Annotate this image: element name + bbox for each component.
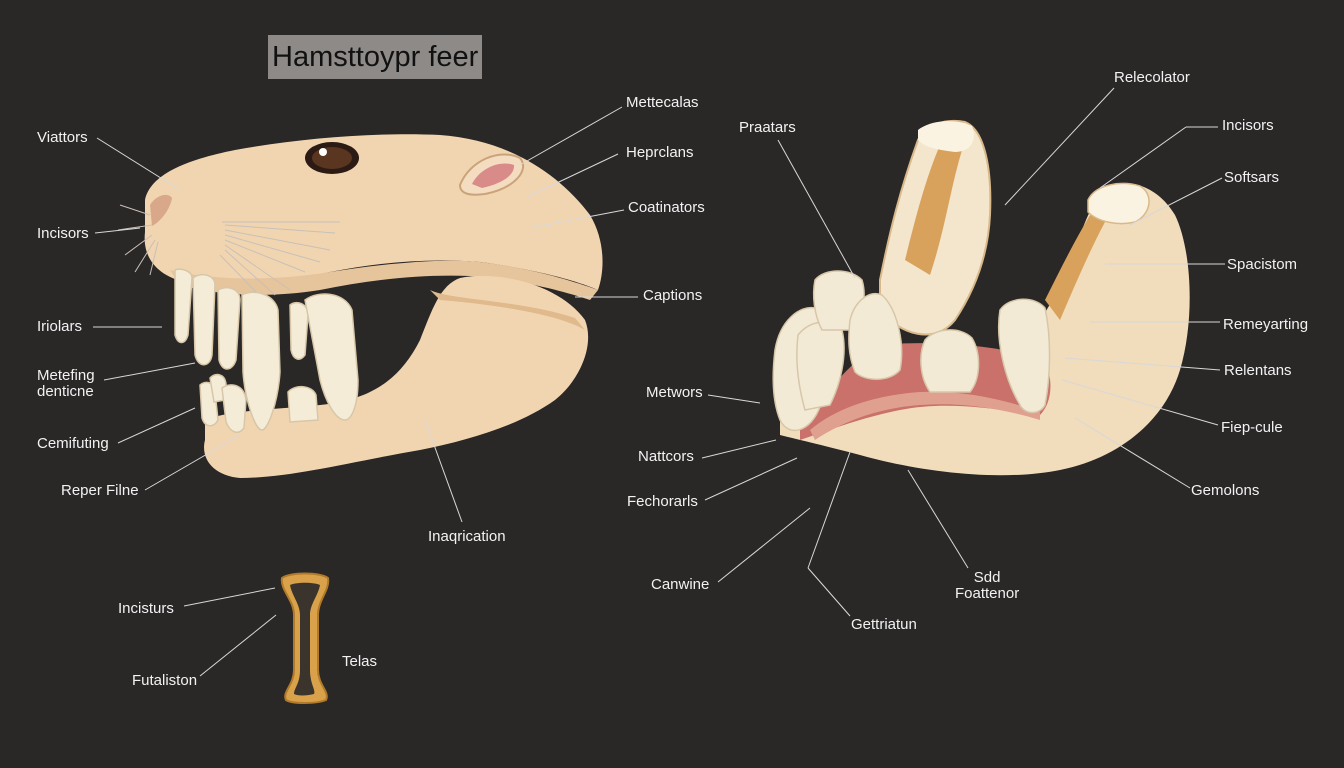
- leader-lines: [93, 87, 1225, 677]
- label-praatars: Praatars: [739, 119, 796, 136]
- label-fiep-cule: Fiep-cule: [1221, 419, 1283, 436]
- label-sdd-foattenor: Sdd Foattenor: [955, 569, 1020, 602]
- jaw-cross-section: [772, 120, 1190, 476]
- lower-teeth: [199, 373, 319, 433]
- label-incisturs: Incisturs: [118, 600, 174, 617]
- label-fechorarls: Fechorarls: [627, 493, 698, 510]
- label-metefing-denticne: Metefing denticne: [37, 367, 95, 400]
- label-gemolons: Gemolons: [1191, 482, 1260, 499]
- label-relecolator: Relecolator: [1114, 69, 1190, 86]
- whiskers: [117, 204, 340, 299]
- label-cemifuting: Cemifuting: [37, 435, 109, 452]
- lower-jaw: [204, 275, 589, 478]
- label-gettriatun: Gettriatun: [851, 616, 917, 633]
- molars: [772, 270, 1051, 432]
- label-reper-filne: Reper Filne: [61, 482, 139, 499]
- label-spacistom: Spacistom: [1227, 256, 1298, 273]
- label-viattors: Viattors: [37, 129, 88, 146]
- label-metwors: Metwors: [646, 384, 703, 401]
- label-remeyarting: Remeyarting: [1223, 316, 1309, 333]
- label-incisors-right: Incisors: [1222, 117, 1274, 134]
- label-futaliston: Futaliston: [132, 672, 198, 689]
- label-inaqrication: Inaqrication: [428, 528, 506, 545]
- bone-cross-section: [280, 572, 330, 704]
- label-coatinators: Coatinators: [628, 199, 705, 216]
- label-relentans: Relentans: [1224, 362, 1292, 379]
- label-telas: Telas: [342, 653, 378, 670]
- skull-illustration: [117, 134, 603, 478]
- label-heprclans: Heprclans: [626, 144, 694, 161]
- label-mettecalas: Mettecalas: [626, 94, 699, 111]
- upper-teeth: [174, 268, 359, 431]
- label-nattcors: Nattcors: [638, 448, 694, 465]
- label-captions: Captions: [643, 287, 703, 304]
- diagram-title: Hamsttoypr feer: [268, 35, 483, 79]
- label-canwine: Canwine: [651, 576, 710, 593]
- label-incisors-left: Incisors: [37, 225, 89, 242]
- label-iriolars: Iriolars: [37, 318, 83, 335]
- label-softsars: Softsars: [1224, 169, 1280, 186]
